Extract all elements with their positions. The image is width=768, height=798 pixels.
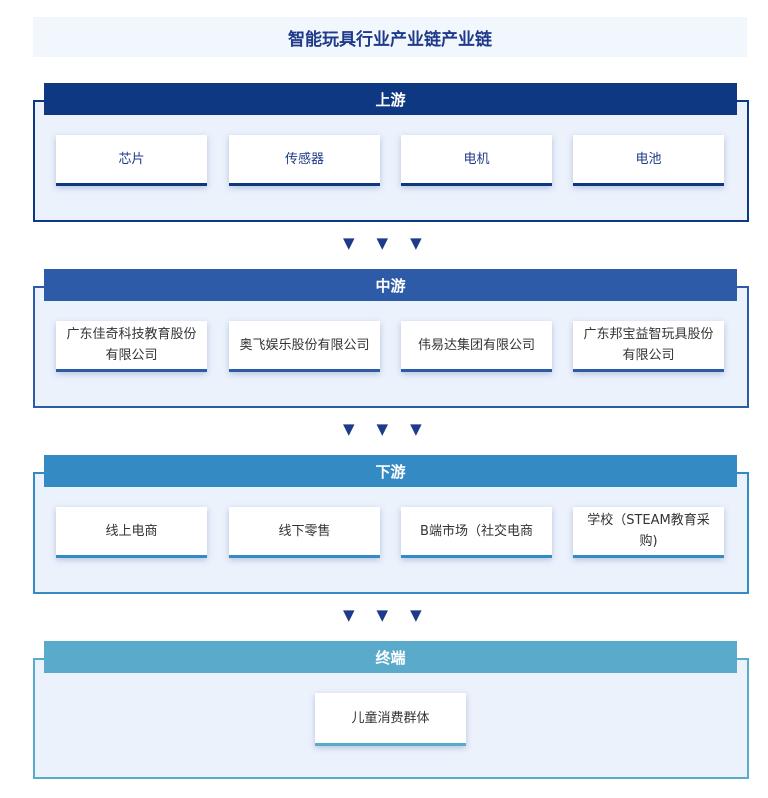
chain-item: 电池 bbox=[573, 135, 724, 186]
arrow-down-icon: ▼ bbox=[343, 234, 355, 252]
chain-item: 广东邦宝益智玩具股份有限公司 bbox=[573, 321, 724, 372]
arrow-down-icon: ▼ bbox=[376, 234, 389, 252]
arrow-down-icon: ▼ bbox=[376, 420, 389, 438]
chain-item: B端市场（社交电商 bbox=[401, 507, 552, 558]
page-title: 智能玩具行业产业链产业链 bbox=[33, 17, 747, 57]
chain-item: 伟易达集团有限公司 bbox=[401, 321, 552, 372]
chain-item: 线下零售 bbox=[229, 507, 380, 558]
chain-item: 学校（STEAM教育采购) bbox=[573, 507, 724, 558]
flow-arrows: ▼ ▼ ▼ bbox=[343, 420, 422, 438]
chain-item: 线上电商 bbox=[56, 507, 207, 558]
arrow-down-icon: ▼ bbox=[376, 606, 389, 624]
arrow-down-icon: ▼ bbox=[343, 420, 355, 438]
arrow-down-icon: ▼ bbox=[410, 606, 422, 624]
arrow-down-icon: ▼ bbox=[410, 234, 422, 252]
chain-item: 电机 bbox=[401, 135, 552, 186]
arrow-down-icon: ▼ bbox=[343, 606, 355, 624]
chain-item: 奥飞娱乐股份有限公司 bbox=[229, 321, 380, 372]
flow-arrows: ▼ ▼ ▼ bbox=[343, 606, 422, 624]
chain-item: 传感器 bbox=[229, 135, 380, 186]
section-header: 上游 bbox=[44, 83, 737, 115]
chain-item: 儿童消费群体 bbox=[315, 693, 466, 746]
arrow-down-icon: ▼ bbox=[410, 420, 422, 438]
section-header: 下游 bbox=[44, 455, 737, 487]
chain-item: 广东佳奇科技教育股份有限公司 bbox=[56, 321, 207, 372]
section-header: 终端 bbox=[44, 641, 737, 673]
chain-item: 芯片 bbox=[56, 135, 207, 186]
flow-arrows: ▼ ▼ ▼ bbox=[343, 234, 422, 252]
section-header: 中游 bbox=[44, 269, 737, 301]
